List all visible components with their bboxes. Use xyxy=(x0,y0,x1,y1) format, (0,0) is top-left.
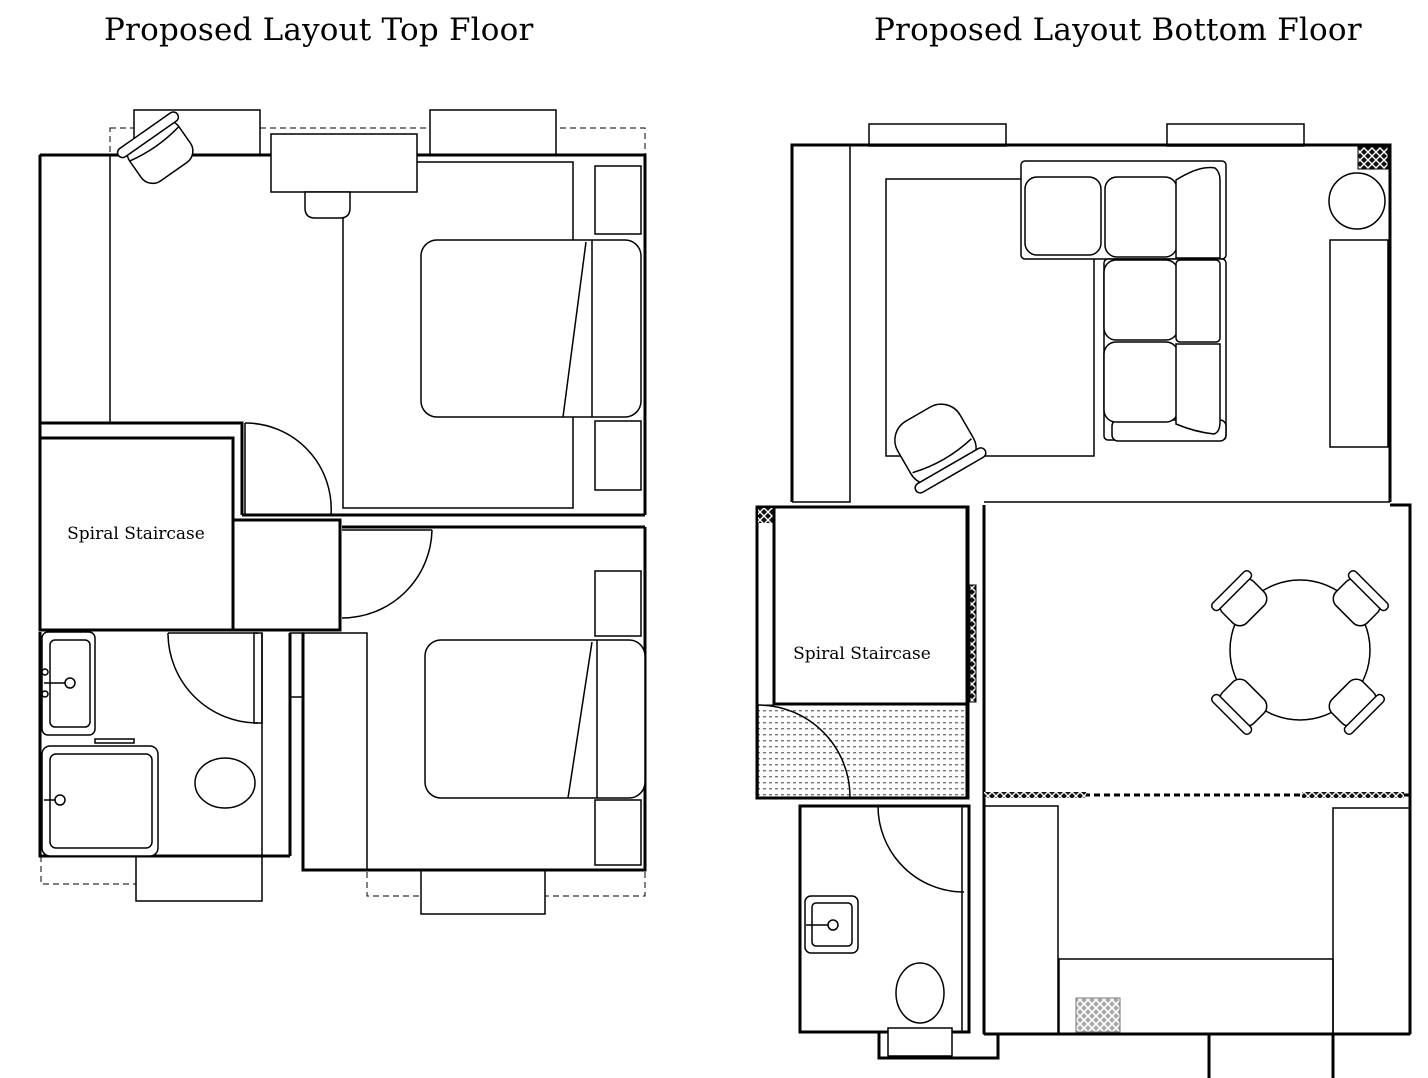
armchair-lounge xyxy=(894,403,987,494)
bottom-floor-plan: Spiral Staircase xyxy=(755,123,1412,1078)
bedroom2-wall-stub xyxy=(289,632,304,698)
bedside-table-2b xyxy=(594,799,642,866)
bed-1 xyxy=(420,239,642,418)
shower-tray xyxy=(41,745,159,857)
lounge-wall-thickness xyxy=(792,144,851,503)
lounge-rug xyxy=(885,178,1095,457)
dining-table xyxy=(1229,579,1371,721)
kitchen-beam-left xyxy=(984,792,1086,798)
shower-head-icon xyxy=(54,794,66,806)
sofa-back-cushion-2 xyxy=(1175,259,1221,343)
stair-partition xyxy=(969,584,977,703)
wc-window xyxy=(877,1032,1000,1060)
top-floor-eave-dashed-bl xyxy=(40,855,137,885)
kitchen-beam-right xyxy=(1302,792,1404,798)
wardrobe-bedroom2 xyxy=(302,632,368,871)
dining-chair-4 xyxy=(1328,678,1386,736)
wc-toilet xyxy=(895,962,945,1024)
sofa-cushion-1 xyxy=(1024,176,1102,256)
kitchen-unit-right xyxy=(1332,807,1411,1035)
bathroom-outer-wall xyxy=(38,632,290,858)
bedside-table-1b xyxy=(594,420,642,491)
basin-tap-knob-icon xyxy=(41,690,49,698)
sofa-cushion-3 xyxy=(1103,259,1179,341)
bathroom-door-frame xyxy=(253,632,263,724)
sofa-cushion-4 xyxy=(1103,341,1179,423)
shower-tray-inner xyxy=(49,753,153,849)
top-toilet xyxy=(194,757,256,809)
bedside-table-2a xyxy=(594,570,642,637)
sofa-back-cushion-3 xyxy=(1175,343,1221,435)
top-staircase-label: Spiral Staircase xyxy=(67,524,205,544)
wardrobe-left xyxy=(39,154,111,424)
lounge-outer-wall xyxy=(790,143,1392,502)
window-bottom-floor-2 xyxy=(1166,123,1305,147)
stair-column xyxy=(758,508,774,523)
landing-top-wall xyxy=(40,421,244,515)
window-bottom-left xyxy=(135,855,263,902)
bed-2 xyxy=(424,639,646,799)
top-floor-plan: Spiral Staircase xyxy=(38,109,647,915)
desk xyxy=(270,133,418,193)
side-table-round xyxy=(1328,172,1386,230)
wc-cistern xyxy=(887,1027,953,1057)
tv-unit xyxy=(1329,239,1389,448)
basin-tap-icon xyxy=(64,677,76,689)
kitchen-unit-left xyxy=(983,805,1059,1035)
window-bottom-floor-1 xyxy=(868,123,1007,147)
desk-chair xyxy=(304,191,351,219)
bathroom-shelf xyxy=(94,738,135,744)
sofa-cushion-2 xyxy=(1104,176,1178,258)
kitchen-hob xyxy=(1075,997,1121,1033)
basin-tap-knob-icon xyxy=(41,668,49,676)
armchair-top xyxy=(116,111,194,185)
dining-chair-3 xyxy=(1210,678,1268,736)
corner-column xyxy=(1357,146,1389,170)
bedside-table-1a xyxy=(594,165,642,235)
bottom-staircase-label: Spiral Staircase xyxy=(793,644,931,664)
top-floor-eave-dashed xyxy=(109,127,646,156)
landing-cupboard xyxy=(231,518,342,632)
wc-tap-icon xyxy=(827,919,839,931)
window-bottom-right xyxy=(420,869,546,915)
bedroom2-door-swing xyxy=(341,529,433,619)
bathroom-door-swing xyxy=(167,632,259,724)
bed-1-cover xyxy=(562,241,587,418)
dining-chair-2 xyxy=(1332,569,1390,627)
sofa-back-cushion-1 xyxy=(1175,166,1221,259)
window-top-right xyxy=(429,109,557,156)
bottom-staircase-box xyxy=(772,505,969,706)
top-floor-title: Proposed Layout Top Floor xyxy=(104,12,534,48)
wc-door-swing xyxy=(877,805,965,893)
bedroom1-door-swing xyxy=(244,422,332,516)
wc-wall-inner xyxy=(961,805,970,1033)
under-stair-door-swing xyxy=(757,704,851,798)
stair-landing-hatch xyxy=(757,704,967,798)
bed-2-cover xyxy=(567,641,593,799)
dining-chair-1 xyxy=(1210,569,1268,627)
bottom-floor-title: Proposed Layout Bottom Floor xyxy=(874,12,1362,48)
